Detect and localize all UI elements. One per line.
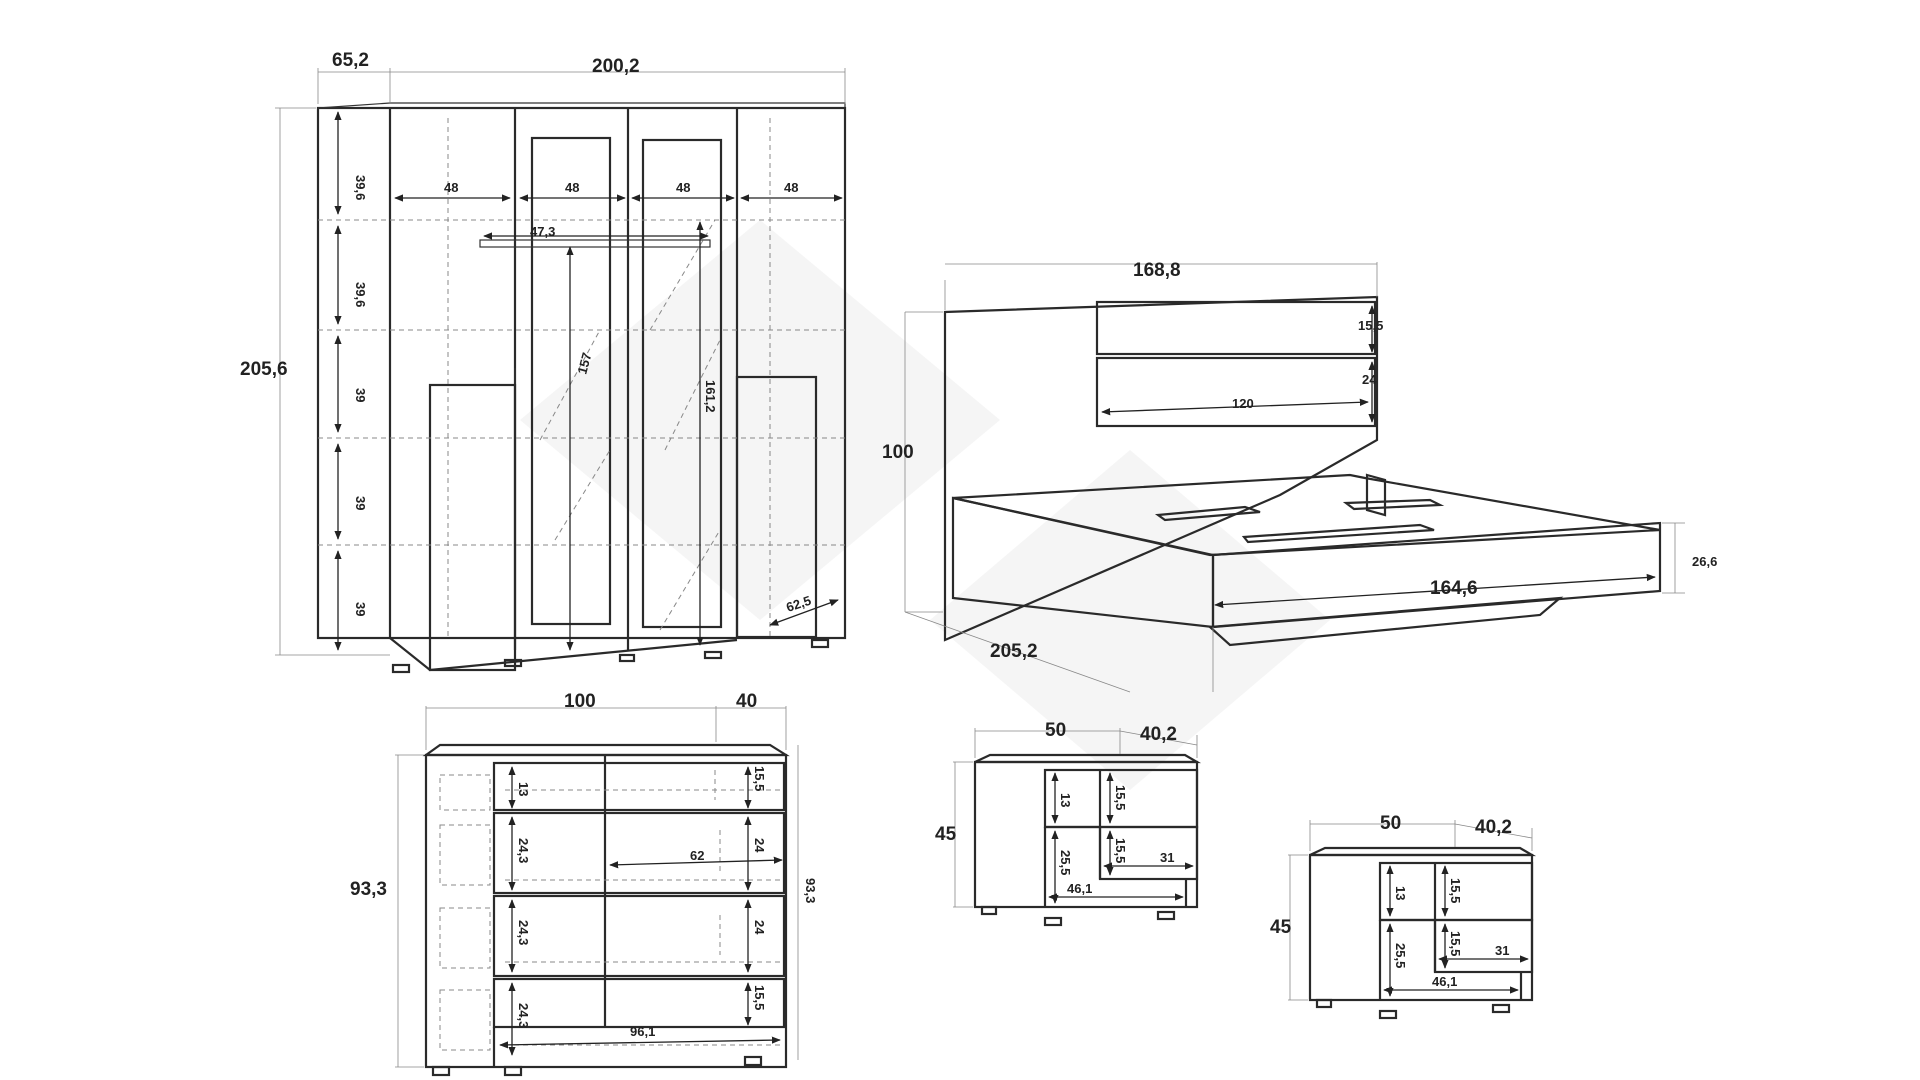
dresser-left-drawer-4: 24,3 [516,1003,531,1028]
wardrobe-shelf-2: 39,6 [353,282,368,307]
nightstand-1-width: 50 [1045,720,1066,741]
dresser-left-drawer-2: 24,3 [516,838,531,863]
dresser-right-drawer-1: 15,5 [752,766,767,791]
dresser-left-drawer-1: 13 [516,782,531,796]
bed-dimensions [904,263,1685,693]
bed-labels: 168,8 100 205,2 164,6 26,6 15,5 24 120 [882,260,1717,662]
wardrobe-height: 205,6 [240,359,288,380]
nightstand-1-drawer-width: 31 [1160,850,1174,865]
nightstand-2-drawer-width: 31 [1495,943,1509,958]
dresser-height-right: 93,3 [803,878,818,903]
nightstand-1-left-bottom: 25,5 [1058,850,1073,875]
dresser-right-drawer-2: 24 [752,838,767,853]
nightstand-2-labels: 50 40,2 45 13 25,5 15,5 15,5 31 46,1 [1270,813,1512,989]
wardrobe-shelf-3: 39 [353,388,368,402]
wardrobe-shelf-4: 39 [353,496,368,510]
nightstand-2-drawing [1308,846,1537,1020]
nightstand-2-height: 45 [1270,917,1292,938]
dresser-right-drawer-3: 24 [752,920,767,935]
bed-length: 205,2 [990,641,1038,662]
nightstand-2-right-mid: 15,5 [1448,931,1463,956]
wardrobe-section-3: 48 [676,180,690,195]
nightstand-2-bottom-width: 46,1 [1432,974,1457,989]
bed-panel-bottom: 24 [1362,372,1377,387]
dresser-labels: 100 40 93,3 93,3 13 24,3 24,3 24,3 15,5 … [350,691,818,1039]
dresser-height: 93,3 [350,879,387,900]
nightstand-1-right-top: 15,5 [1113,785,1128,810]
bed-frame-width: 164,6 [1430,578,1478,599]
nightstand-2-left-top: 13 [1393,886,1408,900]
nightstand-1-right-mid: 15,5 [1113,838,1128,863]
dresser-drawing [422,743,790,1077]
nightstand-1-depth: 40,2 [1140,724,1177,745]
wardrobe-width: 200,2 [592,56,640,77]
nightstand-2-dimensions [1288,820,1533,1001]
dresser-depth: 40 [736,691,757,712]
dresser-dimensions [395,706,799,1068]
nightstand-2-depth: 40,2 [1475,817,1512,838]
nightstand-2-left-bottom: 25,5 [1393,943,1408,968]
dresser-width: 100 [564,691,596,712]
wardrobe-shelf-1: 39,6 [353,175,368,200]
wardrobe-labels: 65,2 200,2 205,6 39,6 39,6 39 39 39 48 4… [240,50,813,616]
nightstand-1-bottom-width: 46,1 [1067,881,1092,896]
bed-panel-width: 120 [1232,396,1254,411]
wardrobe-section-4: 48 [784,180,798,195]
nightstand-1-dimensions [953,728,1198,908]
dresser-inner-width: 62 [690,848,704,863]
wardrobe-depth: 65,2 [332,50,369,71]
nightstand-1-left-top: 13 [1058,793,1073,807]
nightstand-1-height: 45 [935,824,957,845]
nightstand-1-labels: 50 40,2 45 13 25,5 15,5 15,5 31 46,1 [935,720,1177,896]
wardrobe-mirror-left-height: 157 [574,351,594,376]
wardrobe-section-2: 48 [565,180,579,195]
bed-height: 100 [882,442,914,463]
wardrobe-inner-depth: 62,5 [784,593,813,615]
nightstand-1-drawing [973,753,1202,927]
dresser-right-drawer-4: 15,5 [752,985,767,1010]
wardrobe-dimensions [275,68,846,656]
wardrobe-shelf-5: 39 [353,602,368,616]
dresser-bottom-width: 96,1 [630,1024,655,1039]
bed-frame-height: 26,6 [1692,554,1717,569]
bed-drawing [943,262,1662,647]
wardrobe-mirror-right-height: 161,2 [703,380,718,413]
bed-width: 168,8 [1133,260,1181,281]
dresser-left-drawer-3: 24,3 [516,920,531,945]
bed-panel-top: 15,5 [1358,318,1383,333]
nightstand-2-right-top: 15,5 [1448,878,1463,903]
wardrobe-section-1: 48 [444,180,458,195]
watermark [520,220,1330,790]
wardrobe-rail-width: 47,3 [530,224,555,239]
nightstand-2-width: 50 [1380,813,1401,834]
